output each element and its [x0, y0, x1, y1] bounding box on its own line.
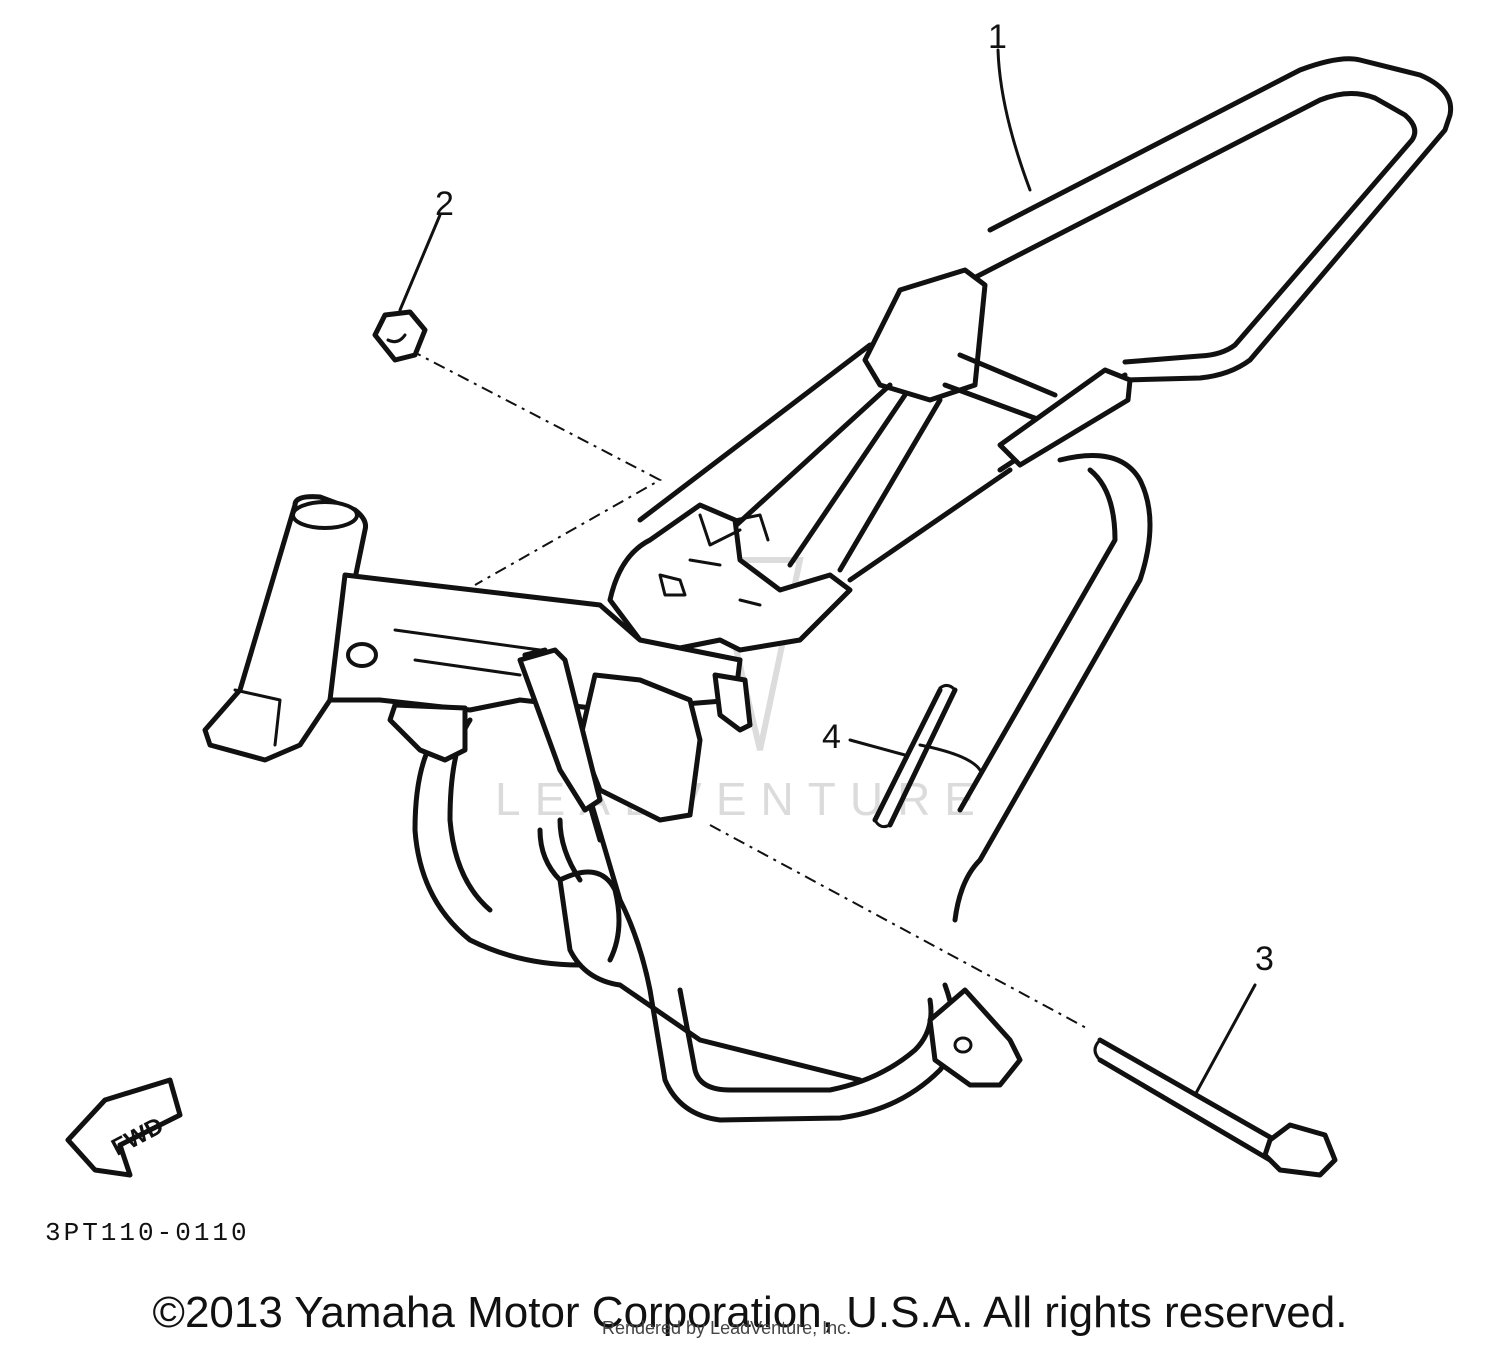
- part-code: 3PT110-0110: [45, 1218, 250, 1248]
- copyright-text: ©2013 Yamaha Motor Corporation, U.S.A. A…: [152, 1288, 1348, 1337]
- bolt-part: 3: [1093, 940, 1338, 1178]
- callout-1: 1: [988, 18, 1007, 56]
- forward-arrow-icon: FWD: [65, 1077, 183, 1178]
- callout-2: 2: [435, 185, 454, 223]
- rendered-by-text: Rendered by LeadVenture, Inc.: [602, 1318, 852, 1338]
- callout-4: 4: [822, 718, 841, 756]
- pin-part: 4: [822, 683, 982, 829]
- frame-part: [202, 48, 1454, 1123]
- assembly-line-bolt: [709, 824, 1091, 1031]
- nut-part: 2: [372, 185, 454, 363]
- callout-3: 3: [1255, 940, 1274, 978]
- assembly-line-nut: [409, 349, 663, 586]
